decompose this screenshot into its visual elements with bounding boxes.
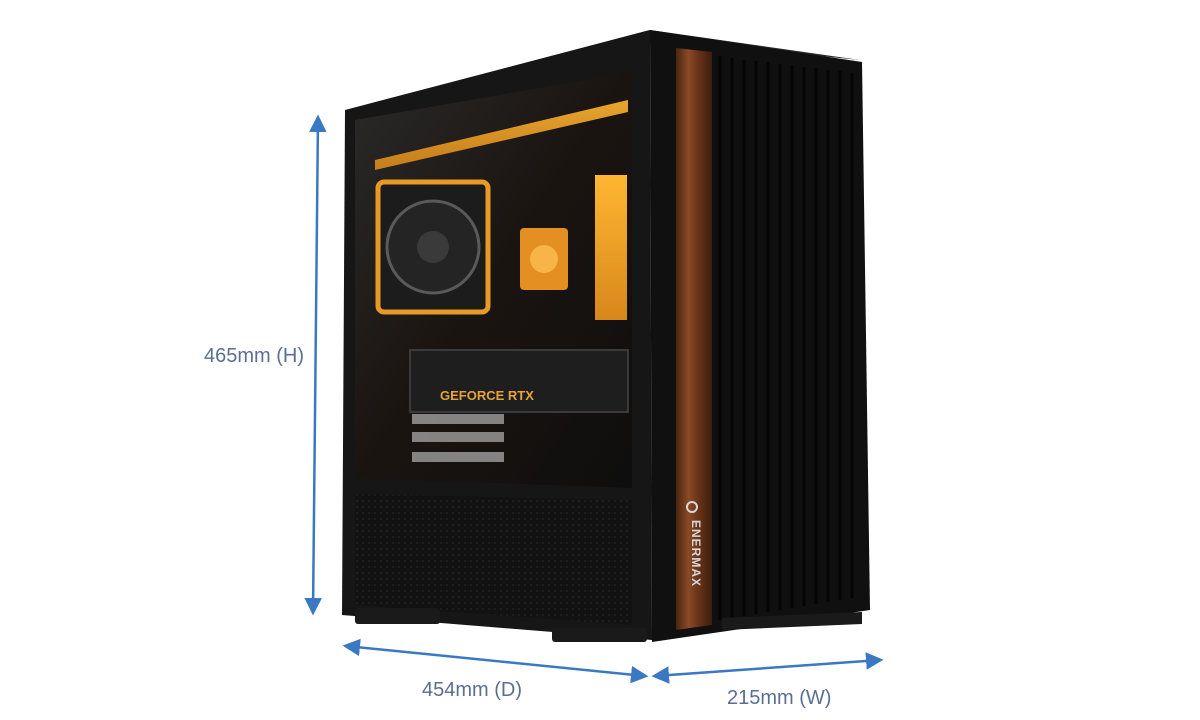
gpu-label: GEFORCE RTX (440, 388, 534, 403)
foot-front (552, 628, 647, 642)
height-label: 465mm (H) (204, 345, 305, 367)
wood-trim (676, 48, 712, 630)
width-label: 215mm (W) (727, 687, 832, 709)
brand-logo-text: ENERMAX (689, 520, 703, 587)
foot-rear (355, 608, 440, 624)
height-arrow (304, 114, 327, 616)
foot-front-right (722, 612, 862, 630)
gpu (409, 349, 629, 413)
depth-arrow (342, 638, 649, 684)
psu-shroud-mesh (355, 494, 632, 625)
width-arrow (651, 652, 884, 684)
brand-logo-icon (686, 501, 698, 513)
ram-glow (595, 175, 627, 320)
interior-components: GEFORCE RTX (375, 100, 629, 462)
front-slats (718, 56, 854, 620)
depth-label: 454mm (D) (422, 679, 523, 701)
